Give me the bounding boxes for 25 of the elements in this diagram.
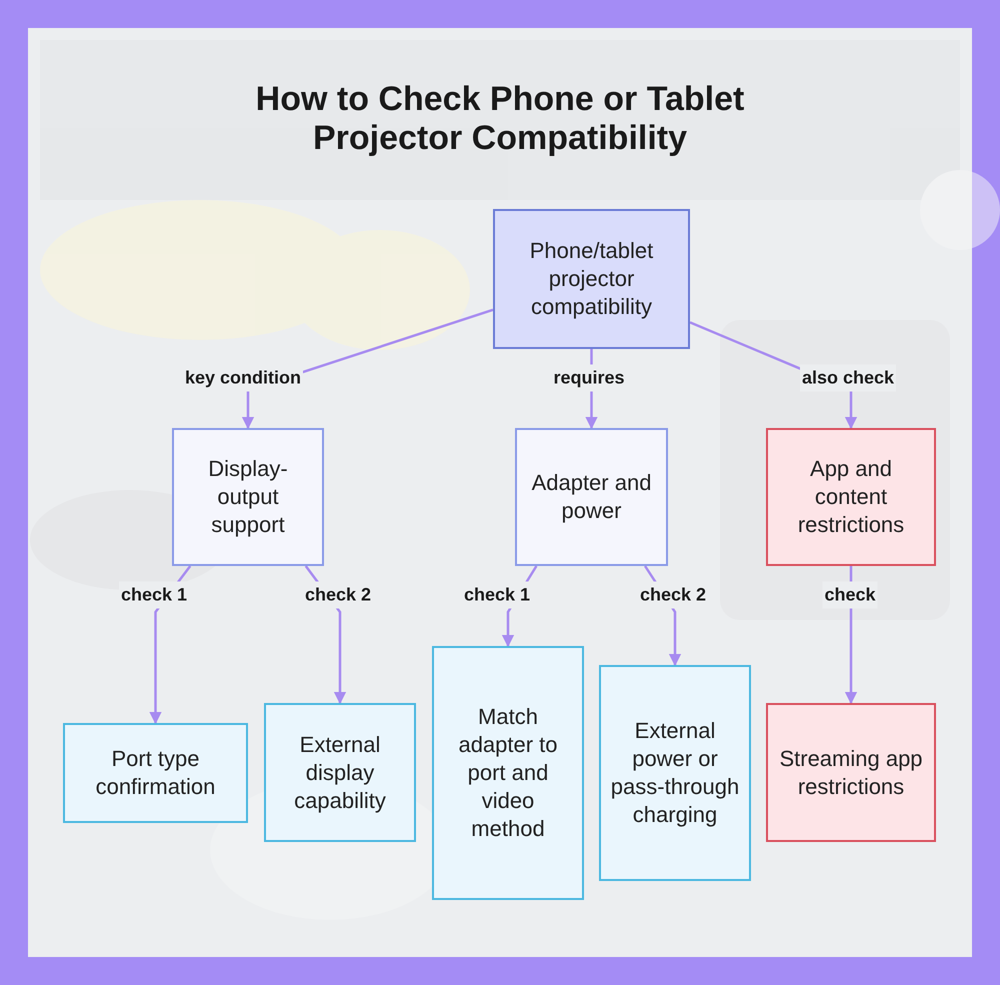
process-box <box>264 703 416 842</box>
process-box <box>432 646 584 900</box>
node-text: External power or pass-through charging <box>610 717 740 829</box>
process-box <box>766 428 936 566</box>
node-text: External display capability <box>293 730 387 814</box>
process-box <box>515 428 668 566</box>
node-text: Streaming app restrictions <box>778 744 924 800</box>
process-box <box>493 209 690 349</box>
edge-label: check 2 <box>302 582 374 608</box>
node-text: Display-output support <box>207 455 289 539</box>
node-text: Match adapter to port and video method <box>457 703 559 843</box>
process-box <box>766 703 936 842</box>
process-box <box>63 723 248 823</box>
edge-label: also check <box>800 364 896 392</box>
process-box <box>172 428 324 566</box>
node-text: App and content restrictions <box>796 455 906 539</box>
edge-label: check 2 <box>638 582 708 608</box>
node-text: Port type confirmation <box>94 745 216 801</box>
process-box <box>599 665 751 881</box>
edge-label: check 1 <box>462 582 532 608</box>
title: How to Check Phone or Tablet Projector Compatibility <box>254 80 746 158</box>
edge-label: check 1 <box>118 582 190 608</box>
edge-label: check <box>822 582 878 608</box>
node-text: Adapter and power <box>530 469 652 525</box>
node-text: Phone/tablet projector compatibility <box>528 237 654 321</box>
